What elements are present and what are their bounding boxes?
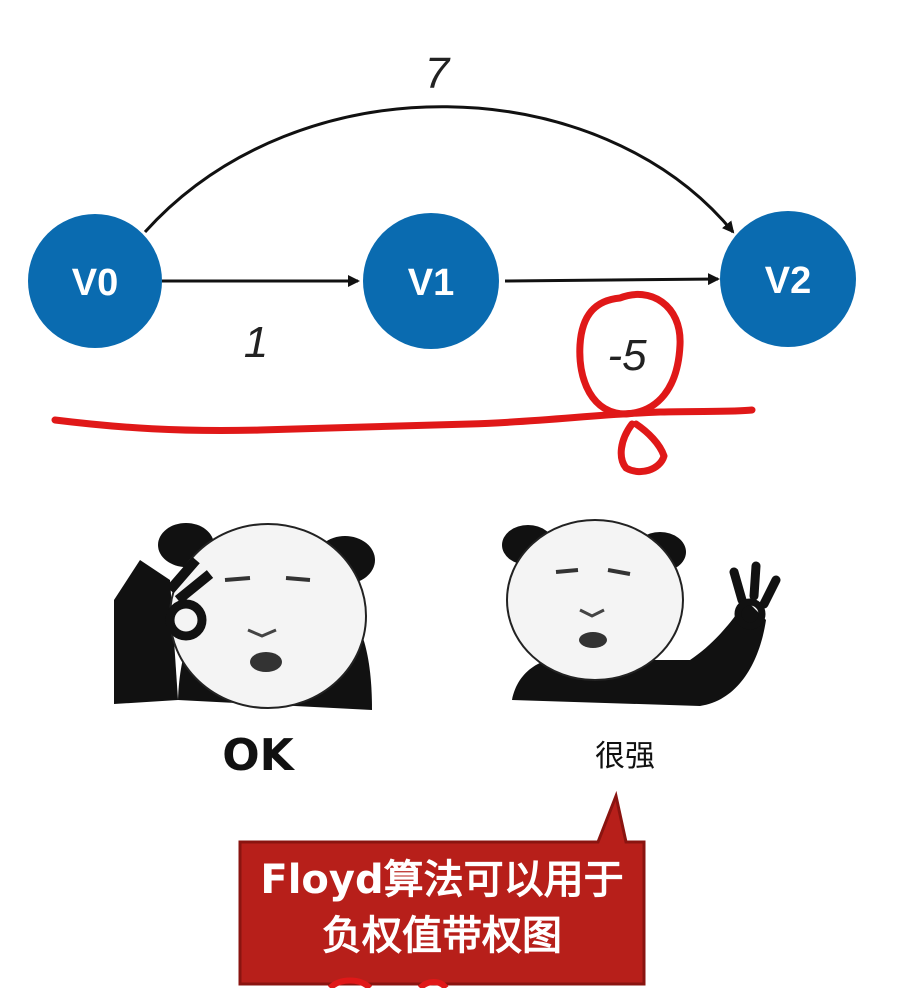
meme-caption-strong: 很强 [595,739,655,774]
callout-bubble [238,790,646,986]
callout-line-1: Floyd算法可以用于 [260,857,624,903]
edge-v1-v2 [504,273,720,286]
node-v2-label: V2 [765,260,811,302]
node-v1: V1 [363,213,499,349]
edge-label-v0-v1: 1 [244,318,268,367]
callout-line-2: 负权值带权图 [322,913,562,959]
callout-text: Floyd算法可以用于 负权值带权图 [238,838,646,978]
edge-v0-v2 [143,105,735,234]
edge-label-v0-v2: 7 [425,49,451,98]
node-v0-label: V0 [72,262,118,304]
panda-ok-gesture-meme: OK [114,523,375,781]
panda-ok-hand-meme: 很强 [502,519,781,774]
node-v2: V2 [720,211,856,347]
edge-label-v1-v2: -5 [607,331,647,380]
red-annotation [51,290,756,475]
meme-caption-ok: OK [222,730,295,781]
node-v1-label: V1 [408,262,454,304]
node-v0: V0 [28,214,162,348]
red-mark-bottom [327,977,449,988]
